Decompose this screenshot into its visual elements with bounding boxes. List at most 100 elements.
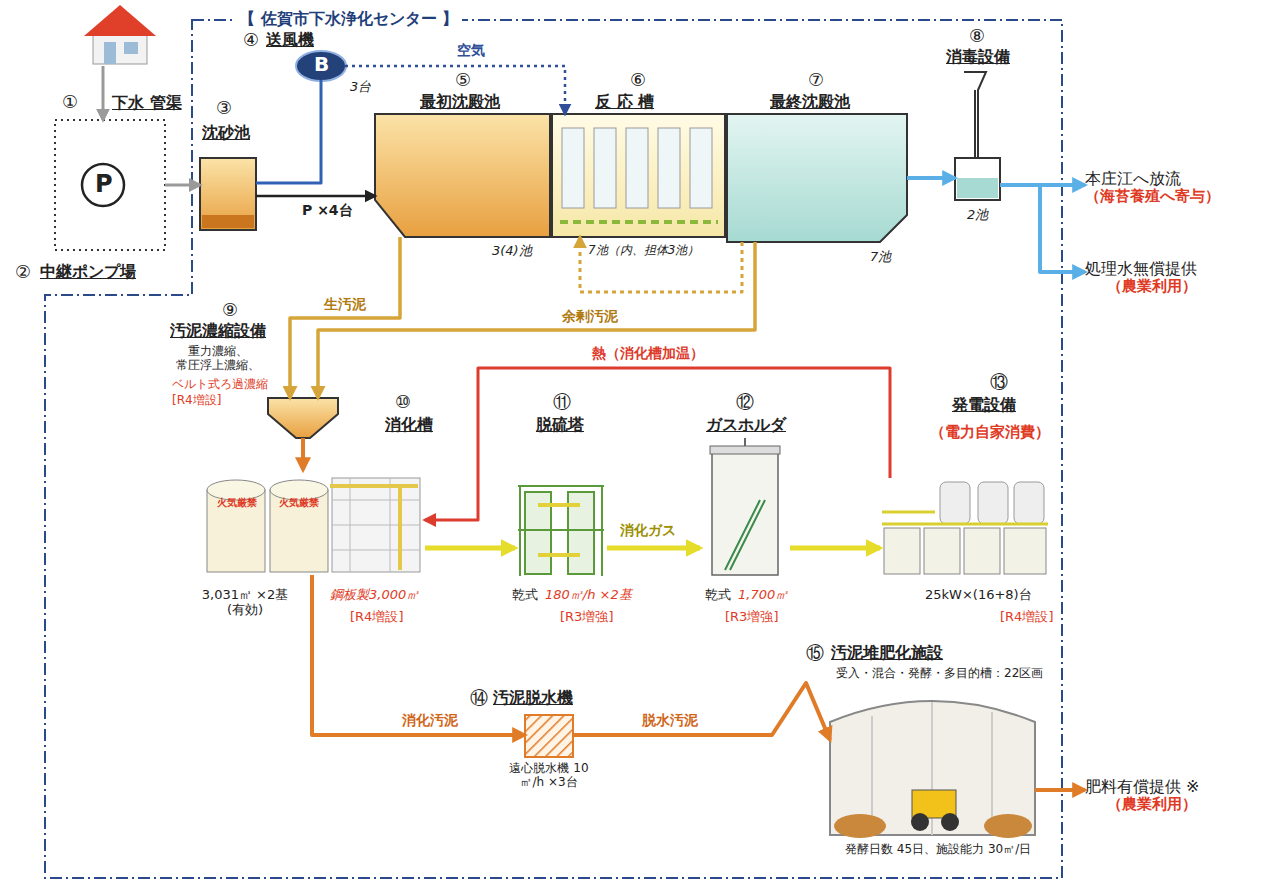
callout-number: ⑧ [969,26,985,47]
flow-connector [290,237,400,398]
edge-label: 余剰汚泥 [560,308,620,324]
part-title: 下水 管渠 [112,94,182,112]
spec-text: 遠心脱水機 10㎥/h ×3台 [503,762,595,790]
part-title: 汚泥濃縮設備 [170,322,266,340]
part-title: 送風機 [266,31,314,49]
edge-label: P ×4台 [300,202,355,218]
generator: ⑬発電設備（電力自家消費）25kW×(16+8)台[R4増設] [880,478,1050,578]
flow-connector [1000,185,1085,272]
reaction-tank: ⑥反 応 槽7池（内、担体3池） [552,114,725,237]
house-node: ①下水 管渠 [85,4,155,66]
destination-text: （海苔養殖へ寄与） [1085,188,1220,205]
spec-text: 2池 [967,208,988,223]
flow-connector [256,195,375,198]
part-title: 脱硫塔 [536,416,584,434]
callout-number: ⑦ [808,70,824,91]
callout-number: ② [15,262,31,283]
callout-number: ⑮ [806,643,824,664]
flow-connector [573,683,830,740]
site-title: 【 佐賀市下水浄化センター 】 [235,10,462,28]
discharge-destination: 本庄江へ放流（海苔養殖へ寄与） [1085,170,1220,206]
spec-text: 乾式 [512,588,538,603]
spec-text: [R3増強] [725,610,778,625]
spec-text: [R4増設] [172,394,221,408]
part-title: 発電設備 [952,396,1016,414]
grit-chamber: ③沈砂池 [200,158,256,230]
callout-number: ⑨ [222,300,238,321]
pump-station: P②中継ポンプ場 [55,120,165,250]
spec-text: 180㎥/h ×2基 [545,588,632,603]
dewatering-machine: ⑭汚泥脱水機遠心脱水機 10㎥/h ×3台 [525,715,573,757]
primary-settling-tank [375,114,550,237]
flow-connector [580,237,742,292]
compost-facility: ⑮汚泥堆肥化施設受入・混合・発酵・多目的槽：22区画発酵日数 45日、施設能力 … [830,690,1035,835]
flow-connector [345,66,565,114]
generator-units [882,482,1048,574]
flow-connector [256,80,321,183]
spec-text: [R4増設] [1000,610,1053,625]
flow-connector [607,546,700,551]
pump-station [55,120,165,250]
reaction-tank [552,114,725,237]
edge-label: 生汚泥 [322,296,368,312]
gas-holder [710,438,780,575]
primary-settling-tank: ⑤最初沈殿池3(4)池 [375,114,550,237]
spec-text: 3,031㎥ ×2基 (有効) [195,588,295,618]
spec-text: 乾式 [705,588,731,603]
dewatering-machine [525,715,573,757]
callout-number: ⑪ [553,392,571,413]
flow-connector [425,546,515,551]
compost-building [830,701,1035,838]
part-title: 沈砂池 [202,124,250,142]
blower [296,51,346,81]
spec-text: 7池（内、担体3池） [588,244,699,258]
disinfection-unit [955,72,1000,200]
spec-text: 発酵日数 45日、施設能力 30㎥/日 [845,843,1031,857]
flow-connector [312,575,525,735]
part-title: 消化槽 [385,416,433,434]
flow-connector [165,184,200,187]
blower-symbol: B [314,53,329,76]
spec-text: ベルト式ろ過濃縮 [172,378,268,392]
part-title: ガスホルダ [706,416,786,434]
reuse-destination: 処理水無償提供（農業利用） [1085,260,1197,296]
flow-connector [301,438,305,470]
callout-number: ① [62,92,78,113]
desulfurization-tower [518,486,604,576]
house-icon [84,5,156,64]
part-title: 消毒設備 [946,48,1010,66]
sludge-thickener: ⑨汚泥濃縮設備重力濃縮、 常圧浮上濃縮、ベルト式ろ過濃縮[R4増設] [268,398,338,438]
site-boundary [45,20,1062,878]
spec-text: [R4増設] [350,610,403,625]
warning-text: 火気厳禁 [279,497,319,509]
edge-label: 消化ガス [618,522,678,538]
fertilizer-destination: 肥料有償提供 ※（農業利用） [1085,778,1200,814]
part-title: 最初沈殿池 [420,93,500,111]
grit-chamber [200,158,256,230]
part-title: 中継ポンプ場 [40,263,136,281]
callout-number: ⑫ [736,392,754,413]
flow-connector [102,66,105,120]
site-boundary: 【 佐賀市下水浄化センター 】③沈砂池④送風機B3台⑤最初沈殿池3(4)池⑥反 … [45,20,1062,878]
callout-number: ④ [243,30,259,51]
callout-number: ③ [216,98,232,119]
spec-text: 25kW×(16+8)台 [925,588,1032,603]
disinfection-unit: ⑧消毒設備2池 [955,158,1000,200]
warning-text: 火気厳禁 [217,497,257,509]
flow-connector [790,546,880,551]
flow-connector [1035,788,1085,792]
desulfurization-tower: ⑪脱硫塔乾式180㎥/h ×2基[R3増強] [515,478,607,578]
edge-label: 脱水汚泥 [640,712,700,728]
edge-label: 熱（消化槽加温） [590,345,706,361]
spec-text: 7池 [870,250,891,265]
part-title: 汚泥脱水機 [493,689,573,707]
pump-symbol: P [95,171,113,199]
spec-text: （電力自家消費） [930,424,1050,441]
callout-number: ⑩ [395,392,411,413]
callout-number: ⑭ [470,688,488,709]
digester: ⑩消化槽火気厳禁火気厳禁3,031㎥ ×2基 (有効)鋼板製3,000㎥[R4増… [200,470,425,575]
spec-text: 受入・混合・発酵・多目的槽：22区画 [836,667,1043,681]
flow-connector [318,242,755,398]
